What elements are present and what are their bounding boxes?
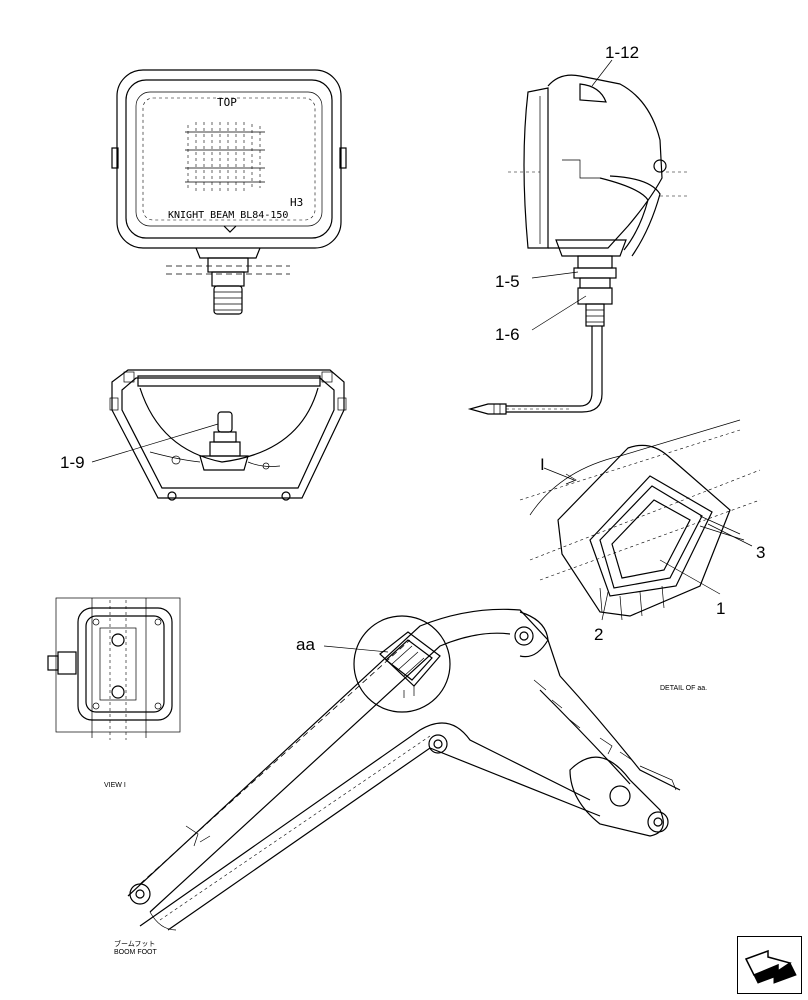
view-i-caption: VIEW I bbox=[104, 782, 126, 789]
callout-1-9: 1-9 bbox=[60, 453, 85, 472]
next-page-arrow-icon bbox=[744, 949, 797, 984]
callout-1-12: 1-12 bbox=[605, 43, 639, 62]
boom-foot-jp-caption: ブームフット bbox=[114, 939, 155, 948]
lamp-section-view: 1-9 bbox=[60, 369, 347, 501]
callout-2: 2 bbox=[594, 625, 603, 644]
lamp-bulb-label: H3 bbox=[290, 196, 303, 209]
boom-assembly: aa DETAIL OF aa. ブームフット BOOM FOOT bbox=[114, 608, 707, 956]
detail-caption: DETAIL OF aa. bbox=[660, 685, 707, 692]
view-i-lamp: VIEW I bbox=[47, 597, 181, 789]
view-arrow-label: I bbox=[540, 455, 545, 474]
lamp-brand-label: KNIGHT BEAM BL84-150 bbox=[168, 210, 288, 221]
callout-1: 1 bbox=[716, 599, 725, 618]
callout-aa: aa bbox=[296, 635, 315, 654]
next-page-button[interactable] bbox=[737, 936, 802, 994]
guard-detail: I 3 1 2 bbox=[519, 419, 765, 644]
callout-1-5: 1-5 bbox=[495, 272, 520, 291]
lamp-side-view: 1-12 1-5 1-6 bbox=[467, 43, 690, 415]
lamp-front-view: TOP H3 KNIGHT BEAM BL84-150 bbox=[111, 69, 347, 315]
lens-pattern bbox=[185, 122, 265, 192]
lamp-top-label: TOP bbox=[217, 96, 237, 109]
callout-1-6: 1-6 bbox=[495, 325, 520, 344]
callout-3: 3 bbox=[756, 543, 765, 562]
boom-foot-en-caption: BOOM FOOT bbox=[114, 949, 158, 956]
